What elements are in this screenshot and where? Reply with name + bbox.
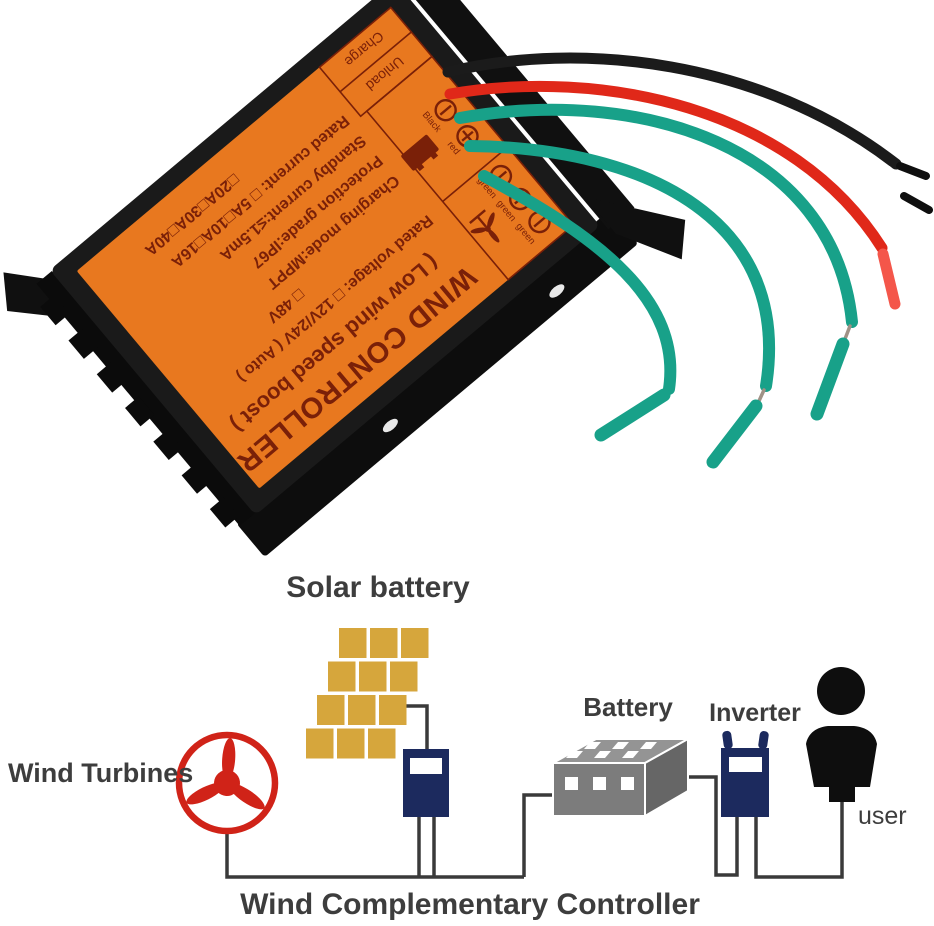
- black-wire: [442, 52, 902, 170]
- label-battery: Battery: [583, 692, 673, 722]
- line-inverter-to-user: [754, 802, 844, 879]
- device-label: [77, 8, 573, 488]
- line-to-battery: [522, 793, 553, 877]
- heatsink-fins: [40, 295, 240, 528]
- battery-3d-icon: [549, 737, 692, 818]
- line-solar-to-controller: [400, 704, 429, 749]
- green-wire-2-sleeve: [706, 399, 763, 469]
- black-wire-tip: [896, 162, 930, 180]
- diagram-connection-lines: [225, 704, 844, 879]
- red-wire-tip: [877, 248, 901, 310]
- diagram-labels: Solar battery Wind Turbines Battery Inve…: [8, 571, 907, 921]
- label-solar-battery: Solar battery: [286, 571, 470, 604]
- bare-wire: [757, 388, 766, 403]
- wind-turbine-glyph-icon: [469, 209, 500, 243]
- line-turbine-to-controller: [225, 831, 524, 879]
- wires: [442, 52, 933, 469]
- mounting-hole-icon: [549, 284, 565, 298]
- green-wire-3-sleeve: [594, 388, 671, 442]
- label-inverter: Inverter: [709, 699, 801, 727]
- inverter-icon: [721, 730, 769, 817]
- heatsink-base: [36, 270, 255, 526]
- label-wind-turbines: Wind Turbines: [8, 758, 193, 788]
- battery-terminals: [565, 742, 657, 790]
- solar-panel-icon: [306, 628, 429, 759]
- green-wire-3: [478, 170, 677, 395]
- wind-turbine-icon: [175, 731, 279, 835]
- label-caption: Wind Complementary Controller: [240, 888, 700, 921]
- line-battery-to-inverter: [688, 775, 739, 877]
- black-wire-tip: [900, 192, 933, 214]
- green-wire-1-sleeve: [810, 337, 850, 421]
- green-wire-1: [454, 103, 858, 328]
- battery-glyph-icon: [401, 134, 439, 172]
- bare-wire: [843, 324, 852, 341]
- user-icon: [806, 667, 877, 802]
- label-user: user: [858, 802, 907, 830]
- red-wire: [444, 80, 888, 254]
- case-side-face: [237, 211, 637, 556]
- green-wire-2: [464, 140, 776, 392]
- mounting-hole-icon: [382, 418, 398, 433]
- controller-icon: [403, 749, 449, 817]
- mounting-flange: [584, 196, 686, 260]
